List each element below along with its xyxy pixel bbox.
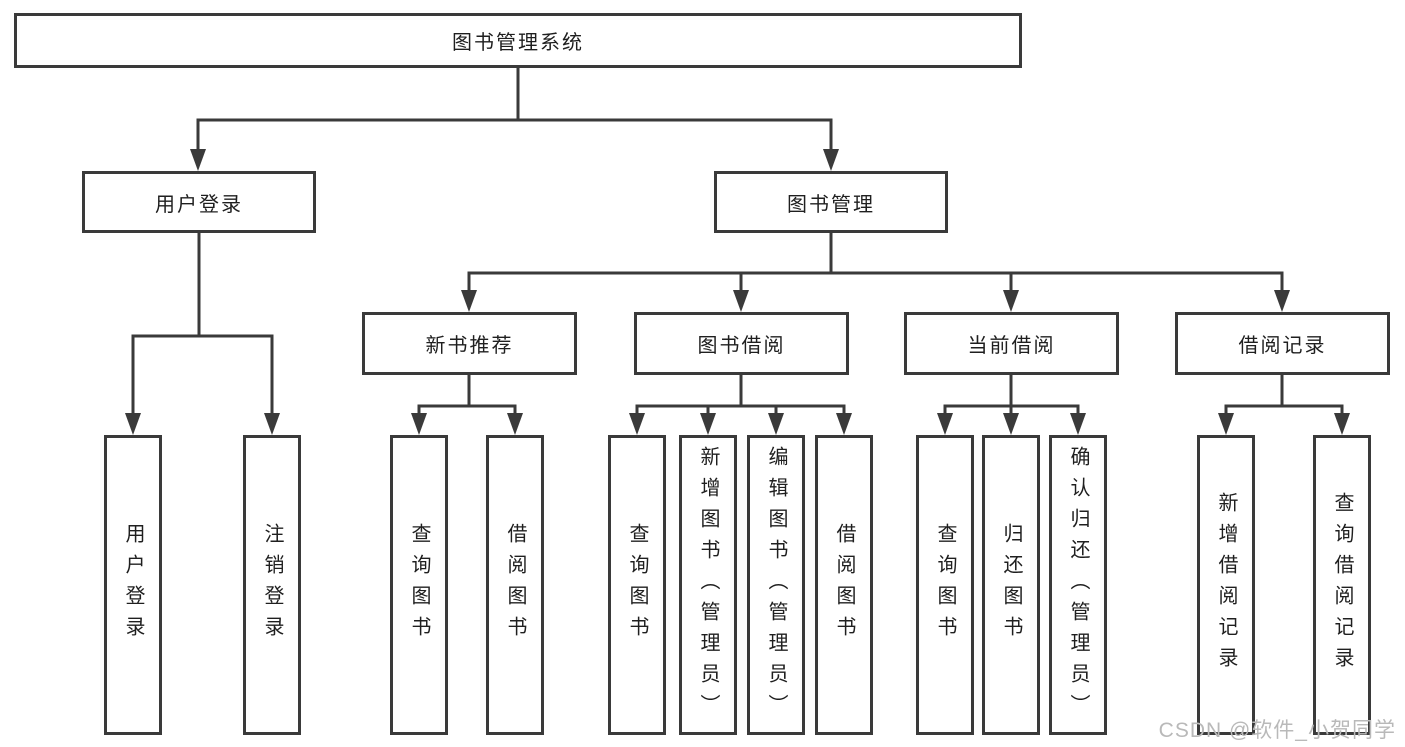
arrow-down-icon <box>125 413 141 435</box>
node-borrowing-records: 借阅记录 <box>1175 312 1390 375</box>
node-current-borrowing: 当前借阅 <box>904 312 1119 375</box>
arrow-down-icon <box>1334 413 1350 435</box>
leaf-return-books: 归还图书 <box>982 435 1040 735</box>
leaf-logout: 注销登录 <box>243 435 301 735</box>
arrow-down-icon <box>507 413 523 435</box>
leaf-confirm-return-admin: 确认归还（管理员） <box>1049 435 1107 735</box>
leaf-borrow-books-borrowing: 借阅图书 <box>815 435 873 735</box>
leaf-user-login: 用户登录 <box>104 435 162 735</box>
connector-current-borrowing-to-leaves <box>937 375 1086 435</box>
arrow-down-icon <box>1274 290 1290 312</box>
arrow-down-icon <box>1003 290 1019 312</box>
leaf-query-borrow-record: 查询借阅记录 <box>1313 435 1371 735</box>
arrow-down-icon <box>733 290 749 312</box>
leaf-query-books-current: 查询图书 <box>916 435 974 735</box>
leaf-borrow-books-recommend: 借阅图书 <box>486 435 544 735</box>
arrow-down-icon <box>1003 413 1019 435</box>
leaf-add-book-admin: 新增图书（管理员） <box>679 435 737 735</box>
node-user-login: 用户登录 <box>82 171 316 233</box>
leaf-query-books-borrowing: 查询图书 <box>608 435 666 735</box>
arrow-down-icon <box>768 413 784 435</box>
arrow-down-icon <box>190 149 206 171</box>
node-book-borrowing: 图书借阅 <box>634 312 849 375</box>
leaf-edit-book-admin: 编辑图书（管理员） <box>747 435 805 735</box>
connector-book-borrowing-to-leaves <box>629 375 852 435</box>
arrow-down-icon <box>937 413 953 435</box>
connector-borrowing-records-to-leaves <box>1218 375 1350 435</box>
connector-new-book-recommendation-to-leaves <box>411 375 523 435</box>
arrow-down-icon <box>411 413 427 435</box>
arrow-down-icon <box>264 413 280 435</box>
node-library-management-system: 图书管理系统 <box>14 13 1022 68</box>
arrow-down-icon <box>1070 413 1086 435</box>
watermark: CSDN @软件_小贺同学 <box>1158 719 1396 742</box>
arrow-down-icon <box>461 290 477 312</box>
arrow-down-icon <box>1218 413 1234 435</box>
connector-book-management-to-level3 <box>461 233 1290 312</box>
node-book-management: 图书管理 <box>714 171 948 233</box>
leaf-query-books-recommend: 查询图书 <box>390 435 448 735</box>
connector-root-to-level2 <box>190 68 839 171</box>
arrow-down-icon <box>823 149 839 171</box>
arrow-down-icon <box>700 413 716 435</box>
node-new-book-recommendation: 新书推荐 <box>362 312 577 375</box>
arrow-down-icon <box>836 413 852 435</box>
leaf-add-borrow-record: 新增借阅记录 <box>1197 435 1255 735</box>
connector-user-login-to-leaves <box>125 233 280 435</box>
arrow-down-icon <box>629 413 645 435</box>
